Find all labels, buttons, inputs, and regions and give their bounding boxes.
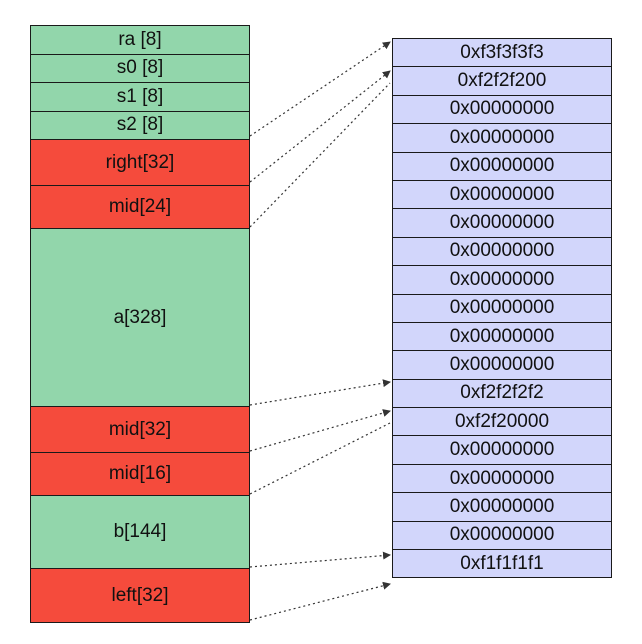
shadow-cell: 0x00000000 [392, 265, 612, 295]
shadow-memory-column: 0xf3f3f3f3 0xf2f2f200 0x00000000 0x00000… [392, 38, 612, 579]
redzone-mid-32: mid[32] [30, 406, 250, 453]
frame-label: right[32] [105, 151, 175, 173]
shadow-cell: 0x00000000 [392, 94, 612, 125]
redzone-mid-24: mid[24] [30, 185, 250, 229]
frame-b: b[144] [30, 495, 250, 569]
stack-frame-column: ra [8] s0 [8] s1 [8] s2 [8] right[32] mi… [30, 25, 250, 623]
redzone-right: right[32] [30, 139, 250, 186]
shadow-cell: 0x00000000 [392, 350, 612, 380]
shadow-cell: 0x00000000 [392, 463, 612, 494]
arrow-line [249, 41, 391, 137]
frame-label: a[328] [113, 306, 167, 328]
shadow-cell: 0x00000000 [392, 492, 612, 522]
frame-s2: s2 [8] [30, 110, 250, 140]
arrow-line [249, 70, 391, 183]
shadow-cell: 0x00000000 [392, 293, 612, 323]
shadow-cell: 0xf2f2f2f2 [392, 378, 612, 409]
redzone-mid-16: mid[16] [30, 452, 250, 496]
shadow-cell: 0x00000000 [392, 520, 612, 551]
redzone-left: left[32] [30, 568, 250, 623]
frame-label: b[144] [113, 521, 167, 542]
shadow-cell: 0x00000000 [392, 236, 612, 267]
arrow-line [249, 82, 391, 228]
frame-s1: s1 [8] [30, 82, 250, 112]
arrow-line [249, 422, 391, 495]
shadow-cell: 0x00000000 [392, 123, 612, 153]
frame-label: mid[24] [108, 196, 172, 217]
frame-label: mid[16] [108, 463, 172, 484]
shadow-cell: 0x00000000 [392, 151, 612, 181]
shadow-cell: 0x00000000 [392, 208, 612, 238]
arrow-line [249, 551, 391, 568]
shadow-cell: 0xf2f20000 [392, 407, 612, 437]
frame-label: s1 [8] [116, 85, 164, 107]
frame-a: a[328] [30, 228, 250, 407]
shadow-cell: 0x00000000 [392, 435, 612, 465]
frame-label: mid[32] [108, 418, 172, 440]
arrow-line [249, 379, 391, 406]
frame-label: ra [8] [118, 28, 162, 50]
frame-label: s0 [8] [116, 57, 164, 79]
shadow-cell: 0x00000000 [392, 321, 612, 352]
frame-s0: s0 [8] [30, 53, 250, 83]
frame-label: left[32] [111, 584, 169, 606]
shadow-cell: 0x00000000 [392, 179, 612, 210]
shadow-cell: 0xf1f1f1f1 [392, 549, 612, 579]
frame-label: s2 [8] [116, 114, 164, 136]
arrow-line [249, 409, 391, 452]
arrow-line [249, 581, 391, 621]
shadow-cell: 0xf2f2f200 [392, 66, 612, 96]
shadow-cell: 0xf3f3f3f3 [392, 38, 612, 68]
frame-ra: ra [8] [30, 25, 250, 55]
